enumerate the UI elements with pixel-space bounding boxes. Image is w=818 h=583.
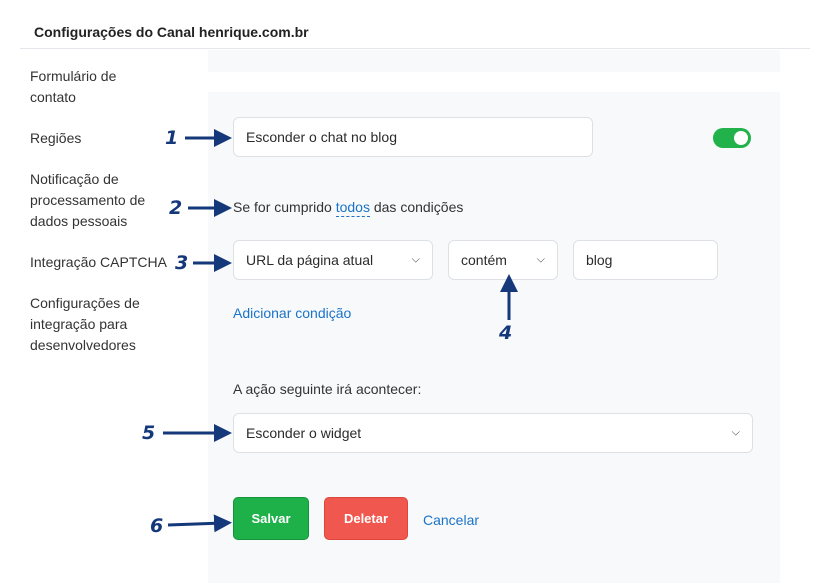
sidebar-item-regions[interactable]: Regiões [30, 130, 82, 146]
condition-value-text: blog [586, 252, 613, 268]
chevron-down-icon: ⌵ [536, 253, 545, 266]
condition-value-input[interactable]: blog [573, 240, 718, 280]
chevron-down-icon: ⌵ [731, 426, 740, 439]
action-select[interactable]: Esconder o widget ⌵ [233, 413, 753, 453]
condition-suffix: das condições [373, 199, 464, 215]
rule-name-value: Esconder o chat no blog [246, 129, 397, 145]
annotation-number-3: 3 [175, 252, 189, 274]
action-value: Esconder o widget [246, 425, 362, 441]
annotation-number-2: 2 [169, 197, 183, 219]
sidebar-item-data-notification[interactable]: Notificação de processamento de dados pe… [30, 171, 146, 229]
save-button[interactable]: Salvar [233, 497, 309, 540]
annotation-number-6: 6 [150, 515, 164, 537]
condition-field-value: URL da página atual [246, 252, 374, 268]
condition-operator-select[interactable]: contém ⌵ [448, 240, 558, 280]
condition-prefix: Se for cumprido [233, 199, 332, 215]
condition-field-select[interactable]: URL da página atual ⌵ [233, 240, 433, 280]
condition-operator-value: contém [461, 252, 507, 268]
page-title: Configurações do Canal henrique.com.br [34, 24, 309, 40]
annotation-number-1: 1 [165, 127, 179, 149]
rule-name-input[interactable]: Esconder o chat no blog [233, 117, 593, 157]
chevron-down-icon: ⌵ [411, 253, 420, 266]
condition-sentence: Se for cumprido todos das condições [233, 199, 464, 217]
add-condition-link[interactable]: Adicionar condição [233, 305, 352, 321]
sidebar-item-developer-integration[interactable]: Configurações de integração para desenvo… [30, 295, 140, 353]
cancel-link[interactable]: Cancelar [423, 512, 480, 528]
annotation-number-5: 5 [142, 422, 156, 444]
delete-button[interactable]: Deletar [324, 497, 408, 540]
condition-mode-link[interactable]: todos [335, 199, 370, 217]
annotation-number-4: 4 [499, 322, 513, 344]
previous-rule-panel [208, 50, 780, 72]
action-label: A ação seguinte irá acontecer: [233, 381, 422, 397]
sidebar-item-contact-form[interactable]: Formulário de contato [30, 68, 117, 105]
rule-enabled-toggle[interactable] [713, 128, 751, 148]
toggle-knob [734, 131, 748, 145]
sidebar-item-captcha[interactable]: Integração CAPTCHA [30, 254, 167, 270]
settings-header: Configurações do Canal henrique.com.br [20, 0, 810, 49]
